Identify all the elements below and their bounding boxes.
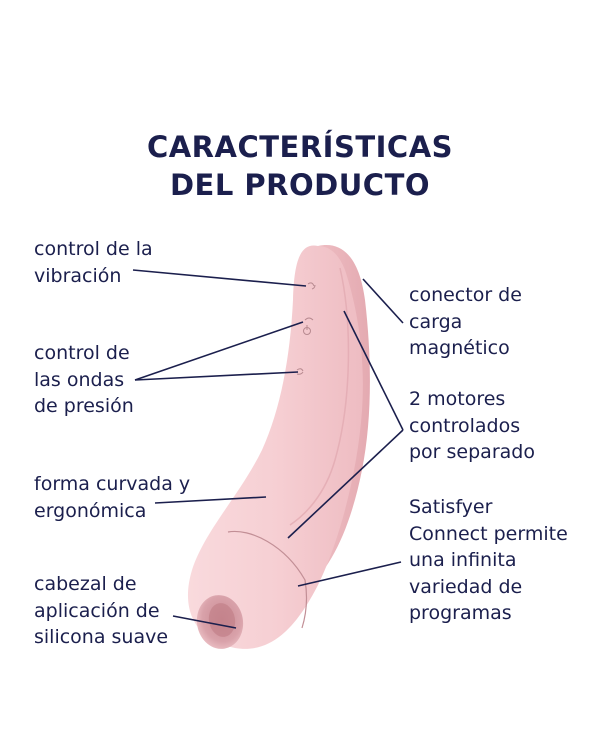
title-line-1: CARACTERÍSTICAS <box>146 130 454 164</box>
vibration-button-icon <box>307 282 316 290</box>
label-pressure-wave-control: control de las ondas de presión <box>34 342 134 417</box>
product-groove <box>289 267 350 526</box>
leader-lines <box>132 269 404 629</box>
product-body <box>187 245 363 649</box>
label-silicone-head: cabezal de aplicación de silicona suave <box>34 573 169 648</box>
label-two-motors: 2 motores controlados por separado <box>409 388 535 463</box>
label-satisfyer-connect: Satisfyer Connect permite una infinita v… <box>409 496 568 624</box>
product-head-seam <box>227 530 308 629</box>
pressure-button-icon <box>296 368 304 375</box>
label-curved-shape: forma curvada y ergonómica <box>34 473 191 522</box>
label-vibration-control: control de la vibración <box>34 238 153 287</box>
label-magnetic-charger: conector de carga magnético <box>409 284 522 359</box>
title-line-2: DEL PRODUCTO <box>169 168 431 202</box>
page-title: CARACTERÍSTICAS DEL PRODUCTO <box>0 128 600 204</box>
power-button-icon <box>303 317 314 335</box>
